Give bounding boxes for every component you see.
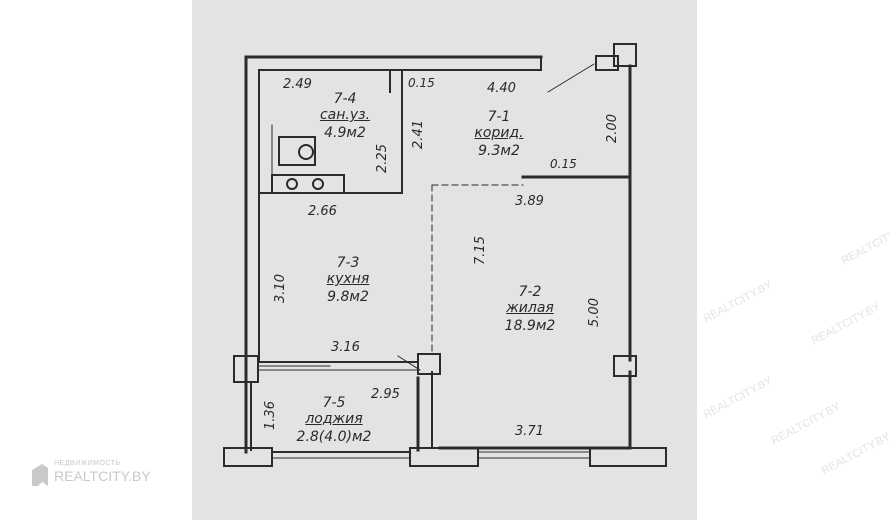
house-logo-icon — [32, 464, 48, 486]
room-label-corridor: 7-1 корид. 9.3м2 — [462, 110, 536, 158]
dim-label: 3.16 — [331, 340, 360, 355]
column-door — [595, 55, 619, 71]
room-label-loggia: 7-5 лоджия 2.8(4.0)м2 — [286, 396, 382, 444]
dim-label: 2.49 — [283, 77, 312, 92]
column-loggia-left — [233, 355, 259, 383]
dim-label: 2.00 — [604, 114, 620, 143]
dim-label: 1.36 — [262, 401, 278, 430]
dim-label: 4.40 — [487, 81, 516, 96]
room-name: кухня — [326, 271, 370, 287]
dim-label: 2.25 — [374, 144, 390, 173]
room-name: лоджия — [305, 411, 363, 427]
room-area: 18.9м2 — [504, 318, 556, 334]
entrance-door-swing — [547, 63, 595, 93]
dim-label: 3.10 — [272, 274, 288, 303]
sink-fixture — [278, 136, 316, 166]
dim-label: 0.15 — [550, 157, 577, 171]
dim-label: 2.66 — [308, 204, 337, 219]
room-code: 7-4 — [333, 91, 357, 107]
room-name: корид. — [474, 125, 524, 141]
room-area: 9.3м2 — [478, 143, 520, 159]
kitchen-door-swing — [397, 355, 421, 371]
room-area: 4.9м2 — [324, 125, 366, 141]
room-code: 7-5 — [322, 395, 346, 411]
room-code: 7-1 — [487, 109, 511, 125]
dim-label: 3.89 — [515, 194, 544, 209]
room-code: 7-3 — [336, 255, 360, 271]
column-kitchen-right — [417, 353, 441, 375]
room-name: жилая — [506, 300, 554, 316]
watermark-subtitle: НЕДВИЖИМОСТЬ — [54, 460, 121, 467]
room-label-bathroom: 7-4 сан.уз. 4.9м2 — [308, 92, 382, 140]
column-mid-right — [613, 355, 637, 377]
dim-label: 3.71 — [515, 424, 544, 439]
watermark-brand: REALTCITY.BY — [54, 468, 151, 484]
column-bottom-mid — [409, 447, 479, 467]
dim-label: 2.41 — [410, 120, 426, 149]
shower-drain-2 — [312, 178, 324, 190]
column-bottom-left — [223, 447, 273, 467]
dim-label: 2.95 — [371, 387, 400, 402]
room-name: сан.уз. — [319, 107, 371, 123]
shower-drain — [286, 178, 298, 190]
plan-paper — [192, 0, 697, 520]
room-label-kitchen: 7-3 кухня 9.8м2 — [310, 256, 386, 304]
dim-label: 0.15 — [408, 76, 435, 90]
site-watermark: НЕДВИЖИМОСТЬ REALTCITY.BY — [30, 460, 151, 486]
toilet-bowl — [298, 144, 314, 160]
room-area: 9.8м2 — [327, 289, 369, 305]
bathtub-fixture — [271, 174, 345, 194]
room-code: 7-2 — [518, 284, 542, 300]
column-bottom-right — [589, 447, 667, 467]
room-label-living: 7-2 жилая 18.9м2 — [492, 285, 568, 333]
dim-label: 7.15 — [472, 236, 488, 265]
room-area: 2.8(4.0)м2 — [296, 429, 372, 445]
dim-label: 5.00 — [586, 298, 602, 327]
